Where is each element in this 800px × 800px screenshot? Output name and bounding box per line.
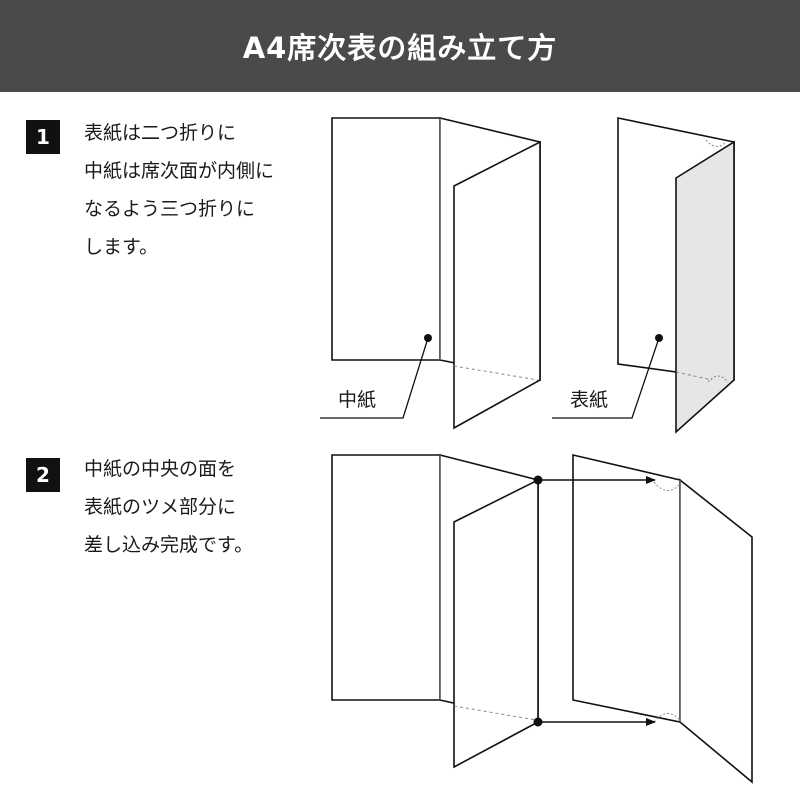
inner-paper-callout: 中紙	[320, 334, 432, 419]
inner-paper-left-panel	[331, 117, 441, 361]
step-1-line-2: 中紙は席次面が内側に	[84, 160, 275, 182]
insertion-arrows	[533, 475, 656, 727]
inner-paper-right-panel	[453, 140, 541, 430]
step2-inner-hidden-edge	[453, 705, 537, 721]
page-title: A4席次表の組み立て方	[242, 31, 558, 65]
step2-cover-diagram	[572, 453, 753, 784]
cover-front-panel	[675, 140, 735, 434]
step-1-line-4: します。	[84, 236, 159, 258]
cover-folded-diagram	[617, 117, 735, 434]
step2-inner-left-panel	[331, 454, 441, 701]
step-2-line-3: 差し込み完成です。	[84, 534, 254, 556]
step2-inner-paper-diagram	[331, 453, 539, 769]
step-2-line-2: 表紙のツメ部分に	[84, 496, 237, 518]
step-number-1: 1	[26, 120, 60, 154]
cover-tab-bottom	[707, 375, 729, 383]
cover-callout-line	[552, 337, 660, 419]
inner-paper-callout-line	[320, 337, 429, 419]
inner-paper-folded-diagram	[331, 116, 541, 430]
step2-cover-tab-bottom	[653, 713, 681, 723]
step-number-2: 2	[26, 458, 60, 492]
inner-paper-label: 中紙	[338, 389, 376, 411]
cover-tab-top	[705, 139, 727, 147]
cover-label: 表紙	[570, 389, 608, 411]
step-1-line-3: なるよう三つ折りに	[84, 198, 256, 220]
step2-cover-right-panel	[679, 478, 753, 784]
cover-callout: 表紙	[552, 334, 663, 419]
cover-hidden-edge	[675, 371, 713, 381]
step-1-instructions: 表紙は二つ折りに 中紙は席次面が内側に なるよう三つ折りに します。	[84, 114, 324, 266]
header-bar: A4席次表の組み立て方	[0, 0, 800, 92]
step2-cover-left-panel	[572, 453, 681, 723]
step-2-instructions: 中紙の中央の面を 表紙のツメ部分に 差し込み完成です。	[84, 450, 324, 564]
step2-cover-tab-top	[653, 481, 681, 491]
step-1-line-1: 表紙は二つ折りに	[84, 122, 237, 144]
step2-inner-right-panel	[453, 478, 539, 769]
step-2-line-1: 中紙の中央の面を	[84, 458, 237, 480]
inner-paper-hidden-edge	[453, 365, 539, 381]
